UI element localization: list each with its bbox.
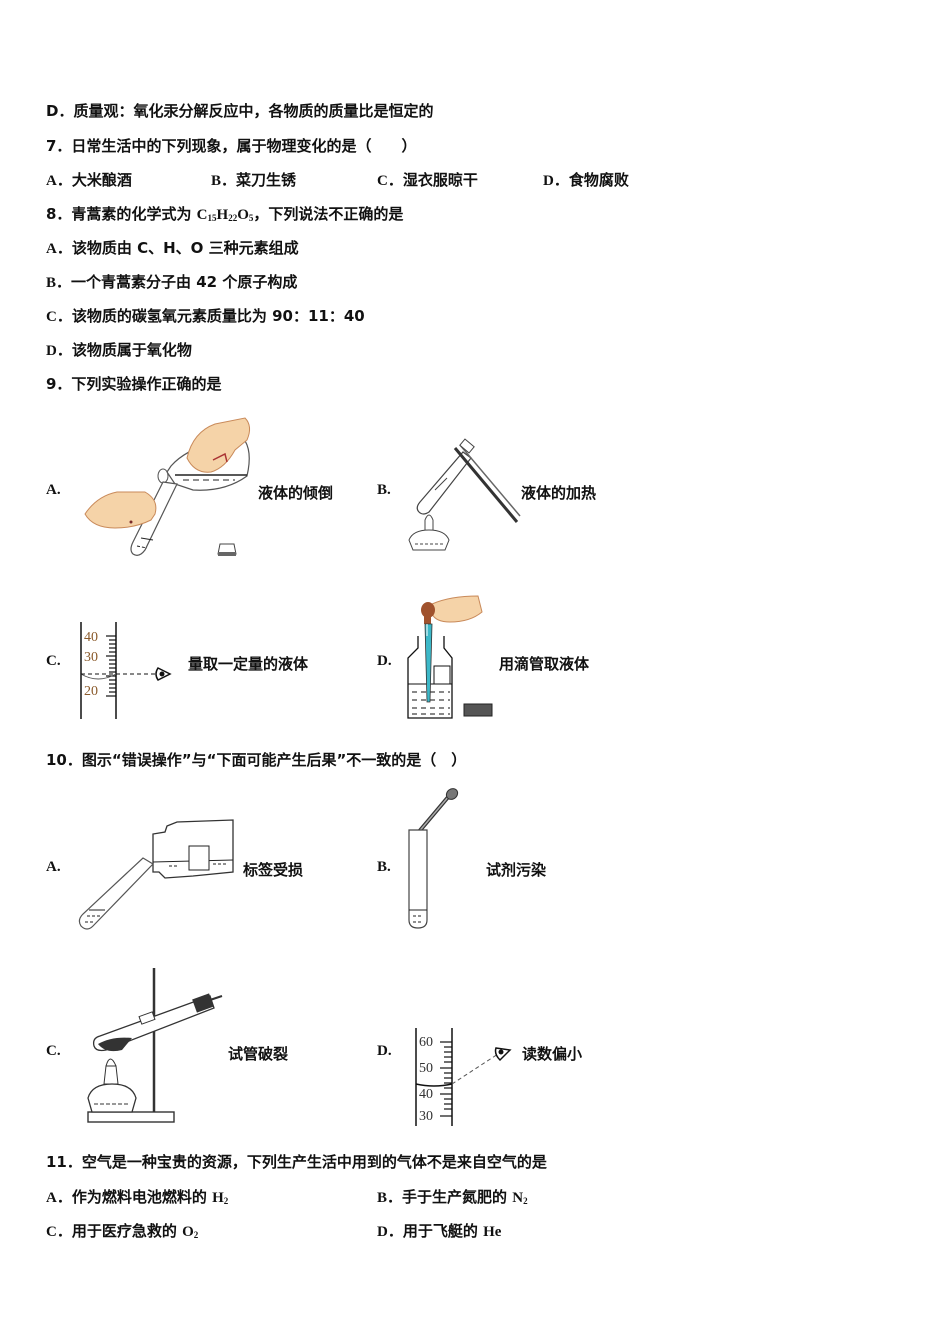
option-label: B．	[211, 173, 237, 189]
q9-stem: 9．下列实验操作正确的是	[46, 375, 222, 393]
q9-option-a-label[interactable]: A.	[46, 482, 61, 498]
chemical-formula: C15H22O5	[196, 207, 254, 223]
gas-formula: O	[182, 1224, 194, 1240]
dropper-test-tube-figure	[408, 788, 459, 929]
option-text: 该物质属于氧化物	[71, 341, 192, 359]
test-tube-heating-stand-figure	[87, 968, 223, 1123]
q9-option-c-label[interactable]: C.	[46, 653, 61, 669]
q7-stem: 7．日常生活中的下列现象，属于物理变化的是（ ）	[46, 137, 417, 155]
option-label: D．	[377, 1224, 403, 1240]
svg-text:40: 40	[84, 630, 98, 645]
q10-option-b-caption: 试剂污染	[486, 861, 547, 879]
q7-option-a[interactable]: A．大米酿酒	[46, 170, 132, 191]
option-text: 该物质的碳氢氧元素质量比为 90：11：40	[71, 307, 365, 325]
q9-option-b-label[interactable]: B.	[377, 482, 391, 498]
cylinder-reading-figure: 60 50 40 30	[415, 1028, 512, 1126]
option-label: A．	[46, 173, 72, 189]
q8-option-d[interactable]: D．该物质属于氧化物	[46, 340, 192, 361]
dropper-bottle-figure	[407, 595, 493, 719]
q7-option-d[interactable]: D．食物腐败	[543, 170, 629, 191]
option-text: 食物腐败	[568, 171, 629, 189]
gas-formula: N	[512, 1190, 524, 1206]
svg-text:20: 20	[84, 684, 98, 699]
q10-option-a-label[interactable]: A.	[46, 859, 61, 875]
q10-option-c-label[interactable]: C.	[46, 1043, 61, 1059]
option-label: A．	[46, 1190, 72, 1206]
svg-text:60: 60	[419, 1035, 433, 1050]
q11-option-a[interactable]: A．作为燃料电池燃料的 H2	[46, 1188, 229, 1206]
pouring-liquid-figure	[84, 417, 251, 556]
gas-formula: He	[483, 1224, 502, 1240]
label-damage-figure	[78, 819, 234, 930]
q10-option-c-caption: 试管破裂	[228, 1045, 289, 1063]
q8-stem: 8．青蒿素的化学式为 C15H22O5，下列说法不正确的是	[46, 204, 403, 228]
option-label: C．	[46, 1224, 72, 1240]
q9-option-b-caption: 液体的加热	[521, 484, 597, 502]
gas-formula: H	[212, 1190, 224, 1206]
q11-option-d[interactable]: D．用于飞艇的 He	[377, 1221, 501, 1245]
svg-text:50: 50	[419, 1061, 433, 1076]
q10-option-a-caption: 标签受损	[243, 861, 304, 879]
heating-liquid-figure	[408, 438, 521, 551]
q7-option-b[interactable]: B．菜刀生锈	[211, 170, 296, 191]
q11-stem: 11．空气是一种宝贵的资源，下列生产生活中用到的气体不是来自空气的是	[46, 1153, 547, 1171]
option-text: 用于飞艇的	[402, 1222, 484, 1240]
option-text: 一个青蒿素分子由 42 个原子构成	[71, 273, 298, 291]
svg-text:40: 40	[419, 1087, 433, 1102]
option-text: 湿衣服晾干	[402, 171, 478, 189]
q8-stem-prefix: 8．青蒿素的化学式为	[46, 205, 197, 223]
q10-stem: 10．图示“错误操作”与“下面可能产生后果”不一致的是（ ）	[46, 751, 467, 769]
option-label: B．	[46, 275, 72, 291]
option-text: 菜刀生锈	[236, 171, 297, 189]
svg-text:30: 30	[84, 650, 98, 665]
option-label: C．	[377, 173, 403, 189]
q9-option-d-label[interactable]: D.	[377, 653, 392, 669]
option-text: 手于生产氮肥的	[402, 1188, 513, 1206]
q8-option-b[interactable]: B．一个青蒿素分子由 42 个原子构成	[46, 272, 297, 293]
option-text: 大米酿酒	[71, 171, 132, 189]
svg-text:30: 30	[419, 1109, 433, 1124]
q11-option-c[interactable]: C．用于医疗急救的 O2	[46, 1222, 199, 1240]
option-label: B．	[377, 1190, 403, 1206]
q8-option-c[interactable]: C．该物质的碳氢氧元素质量比为 90：11：40	[46, 306, 365, 327]
q6-option-d-text: D．质量观：氧化汞分解反应中，各物质的质量比是恒定的	[46, 102, 434, 120]
option-text: 该物质由 C、H、O 三种元素组成	[71, 239, 299, 257]
q8-option-a[interactable]: A．该物质由 C、H、O 三种元素组成	[46, 238, 299, 259]
graduated-cylinder-figure: 40 30 20	[80, 622, 172, 719]
q11-option-b[interactable]: B．手于生产氮肥的 N2	[377, 1188, 528, 1206]
option-text: 作为燃料电池燃料的	[71, 1188, 213, 1206]
option-label: D．	[543, 173, 569, 189]
q10-option-b-label[interactable]: B.	[377, 859, 391, 875]
option-label: A．	[46, 241, 72, 257]
q9-option-d-caption: 用滴管取液体	[499, 655, 590, 673]
q7-option-c[interactable]: C．湿衣服晾干	[377, 170, 478, 191]
option-label: D．	[46, 343, 72, 359]
q9-option-c-caption: 量取一定量的液体	[188, 655, 309, 673]
q6-option-d: D．质量观：氧化汞分解反应中，各物质的质量比是恒定的	[46, 101, 433, 121]
option-label: C．	[46, 309, 72, 325]
q8-stem-suffix: ，下列说法不正确的是	[253, 205, 404, 223]
option-text: 用于医疗急救的	[71, 1222, 183, 1240]
q9-option-a-caption: 液体的倾倒	[258, 484, 334, 502]
q10-option-d-caption: 读数偏小	[522, 1045, 583, 1063]
q10-option-d-label[interactable]: D.	[377, 1043, 392, 1059]
